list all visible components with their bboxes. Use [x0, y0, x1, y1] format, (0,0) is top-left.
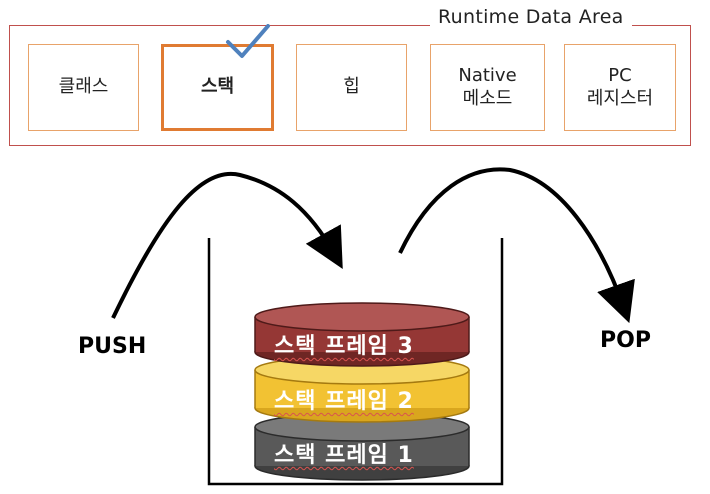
push-label: PUSH [78, 334, 147, 359]
checkmark-icon [226, 24, 270, 58]
box-pc-register-line2: 레지스터 [586, 87, 654, 109]
box-stack: 스택 [161, 44, 274, 131]
runtime-data-area [9, 25, 691, 146]
stack-frame-3-label: 스택 프레임 3 [274, 328, 414, 360]
runtime-data-area-title: Runtime Data Area [430, 6, 632, 28]
box-stack-label: 스택 [200, 76, 235, 98]
box-pc-register-line1: PC [608, 65, 632, 86]
stack-frame-1-text: 스택 프레임 1 [274, 443, 414, 468]
box-native-method: Native 메소드 [430, 44, 545, 131]
pop-label: POP [600, 328, 651, 353]
box-native-method-line1: Native [458, 65, 517, 86]
stack-frame-2-text: 스택 프레임 2 [274, 389, 414, 414]
stack-frame-2-label: 스택 프레임 2 [274, 383, 414, 415]
stack-container [207, 238, 504, 486]
stack-frame-1-label: 스택 프레임 1 [274, 437, 414, 469]
box-heap: 힙 [296, 44, 407, 131]
push-arrow [111, 171, 343, 319]
box-heap-label: 힙 [343, 76, 360, 98]
stack-frame-3-text: 스택 프레임 3 [274, 334, 414, 359]
box-class-label: 클래스 [58, 76, 109, 98]
box-native-method-line2: 메소드 [462, 87, 513, 109]
box-pc-register: PC 레지스터 [564, 44, 676, 131]
box-class: 클래스 [28, 44, 139, 131]
pop-arrow [398, 167, 635, 324]
stack-frame-3-disc [254, 302, 470, 367]
